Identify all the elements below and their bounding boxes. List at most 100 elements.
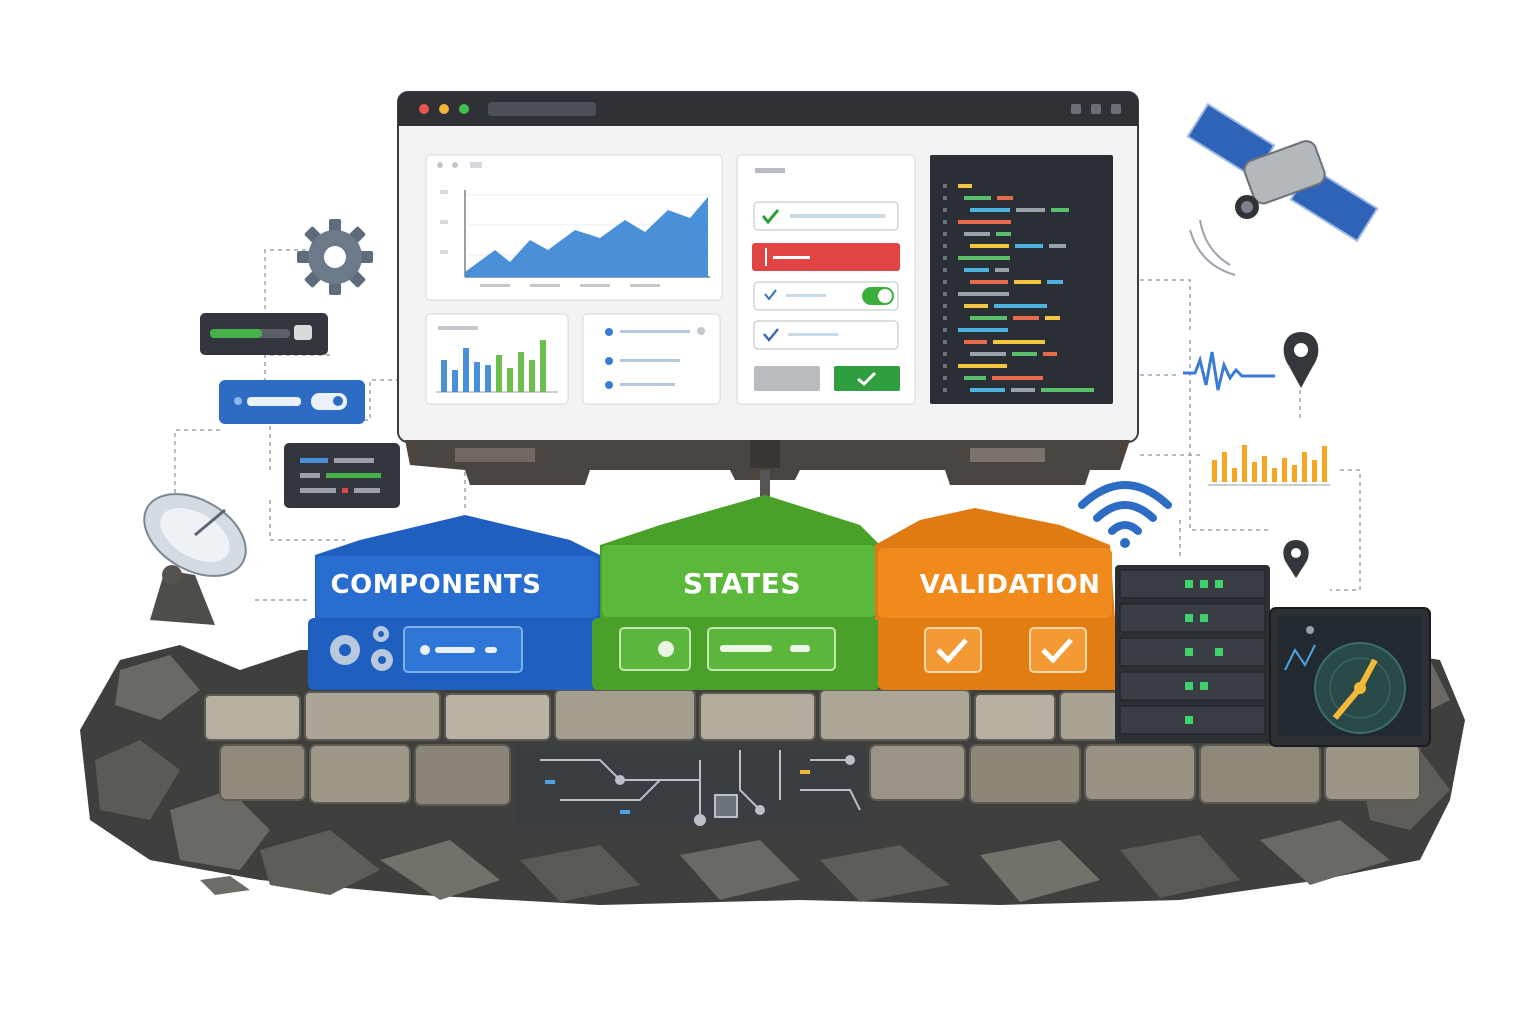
code-gutter-mark — [943, 316, 947, 320]
code-lines — [943, 184, 1094, 392]
code-token — [1051, 208, 1069, 212]
code-token — [958, 220, 1011, 224]
circuit-traces — [540, 750, 861, 826]
code-token — [964, 304, 988, 308]
error-input[interactable] — [752, 243, 900, 271]
code-token — [1047, 280, 1063, 284]
code-gutter-mark — [943, 328, 947, 332]
code-gutter-mark — [943, 340, 947, 344]
code-token — [958, 364, 1007, 368]
map-pin-icon — [1283, 540, 1309, 578]
code-gutter-mark — [943, 208, 947, 212]
toggle-row[interactable] — [753, 281, 899, 311]
window-maximize-dot[interactable] — [459, 104, 469, 114]
toggle-widget[interactable] — [219, 380, 365, 424]
code-token — [995, 268, 1009, 272]
orange-bar-chart — [1208, 445, 1330, 486]
bar-chart-panel — [425, 313, 569, 405]
checkmark-icon — [764, 289, 777, 301]
checkmark-icon — [761, 209, 780, 225]
code-gutter-mark — [943, 388, 947, 392]
code-token — [970, 208, 1010, 212]
validation-block: VALIDATION — [875, 508, 1123, 690]
code-token — [1012, 352, 1037, 356]
wifi-icon — [1078, 481, 1172, 548]
checkmark-icon — [1041, 638, 1073, 664]
code-token — [1043, 352, 1057, 356]
code-token — [1041, 388, 1094, 392]
code-token — [994, 304, 1047, 308]
code-panel — [930, 155, 1113, 404]
gear-icon — [297, 219, 373, 295]
check-row[interactable] — [753, 320, 899, 350]
code-token — [996, 232, 1011, 236]
code-token — [970, 388, 1005, 392]
checkmark-icon — [763, 328, 779, 342]
code-gutter-mark — [943, 304, 947, 308]
code-token — [964, 340, 987, 344]
cancel-button[interactable] — [754, 366, 820, 391]
area-chart-panel — [425, 154, 723, 301]
code-token — [958, 184, 972, 188]
code-gutter-mark — [943, 268, 947, 272]
code-token — [964, 196, 991, 200]
address-bar[interactable] — [488, 102, 596, 116]
server-rack-icon — [1115, 565, 1270, 743]
components-label: COMPONENTS — [331, 570, 542, 600]
checkmark-icon — [936, 638, 968, 664]
toolbar-button[interactable] — [1091, 104, 1101, 114]
satellite-icon — [1186, 102, 1379, 276]
code-token — [970, 244, 1009, 248]
code-token — [1045, 316, 1060, 320]
code-token — [970, 316, 1007, 320]
code-token — [958, 328, 1008, 332]
slider-widget[interactable] — [200, 313, 328, 355]
satellite-dish-icon — [143, 493, 247, 625]
code-token — [1013, 316, 1039, 320]
circuit-leds — [545, 770, 810, 814]
code-gutter-mark — [943, 196, 947, 200]
radar-gauge-icon — [1269, 607, 1431, 747]
code-gutter-mark — [943, 364, 947, 368]
area-chart-fill — [465, 197, 708, 277]
code-token — [1011, 388, 1035, 392]
components-block: COMPONENTS — [308, 515, 600, 690]
code-token — [958, 256, 1010, 260]
states-block: STATES — [592, 495, 880, 690]
mini-code-widget — [284, 443, 400, 508]
gear-icon — [371, 649, 393, 671]
map-pin-icon — [1283, 332, 1319, 388]
code-token — [970, 280, 1008, 284]
gear-icon — [373, 626, 389, 642]
stone-wall — [204, 689, 1421, 825]
code-token — [1014, 280, 1041, 284]
code-token — [1016, 208, 1045, 212]
code-gutter-mark — [943, 184, 947, 188]
code-gutter-mark — [943, 220, 947, 224]
code-token — [964, 376, 986, 380]
states-label: STATES — [683, 567, 801, 600]
code-gutter-mark — [943, 376, 947, 380]
code-gutter-mark — [943, 292, 947, 296]
code-gutter-mark — [943, 244, 947, 248]
valid-input[interactable] — [753, 201, 899, 231]
code-token — [964, 268, 989, 272]
toolbar-button[interactable] — [1071, 104, 1081, 114]
gear-icon — [330, 635, 360, 665]
code-token — [964, 232, 990, 236]
code-token — [992, 376, 1043, 380]
validation-label: VALIDATION — [920, 570, 1101, 600]
toolbar-button[interactable] — [1111, 104, 1121, 114]
form-panel — [736, 154, 916, 405]
code-token — [997, 196, 1013, 200]
window-minimize-dot[interactable] — [439, 104, 449, 114]
submit-button[interactable] — [834, 366, 900, 391]
waveform-icon — [1183, 351, 1275, 391]
code-token — [958, 292, 1009, 296]
window-close-dot[interactable] — [419, 104, 429, 114]
code-gutter-mark — [943, 256, 947, 260]
list-panel — [582, 313, 721, 405]
checkmark-icon — [857, 371, 877, 387]
code-gutter-mark — [943, 232, 947, 236]
